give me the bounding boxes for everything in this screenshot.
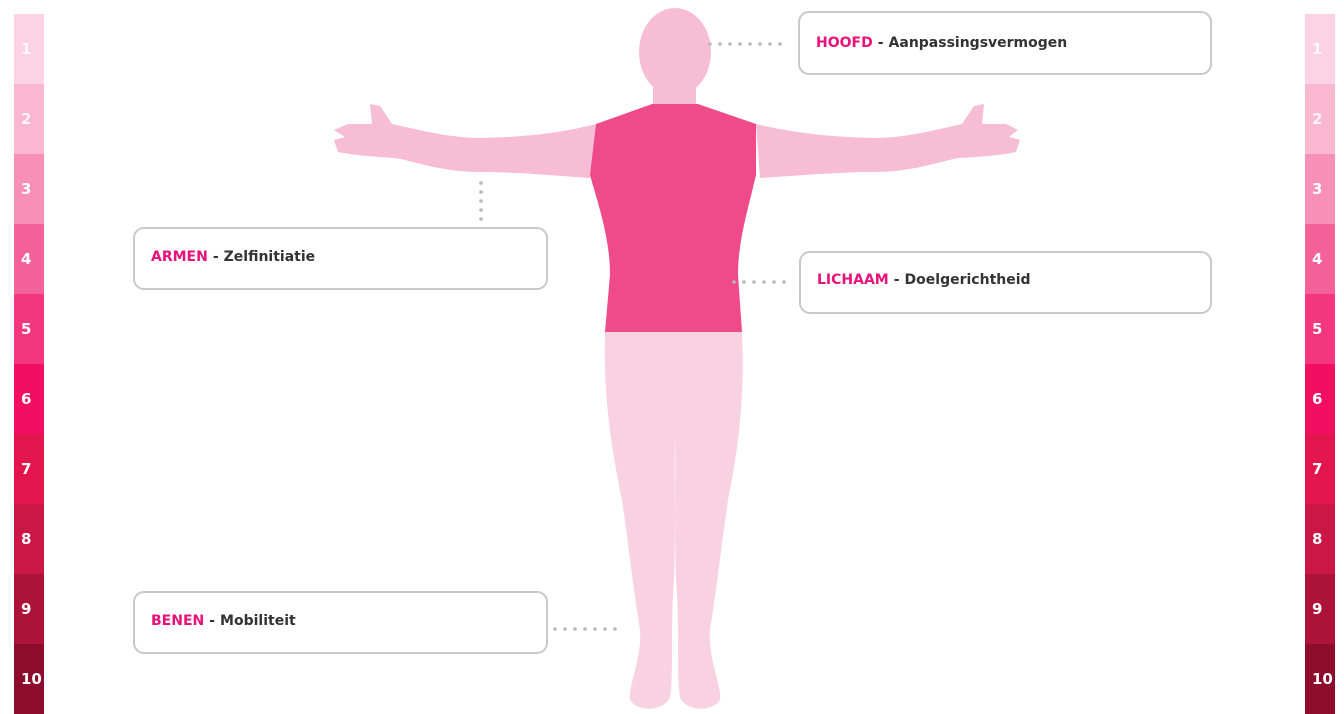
card-label: Zelfinitiatie bbox=[224, 249, 316, 265]
card-key: BENEN bbox=[151, 613, 204, 629]
label-card-lichaam: LICHAAM - Doelgerichtheid bbox=[799, 251, 1212, 314]
label-card-benen: BENEN - Mobiliteit bbox=[133, 591, 548, 654]
connector-armen bbox=[479, 181, 483, 221]
card-key: HOOFD bbox=[816, 35, 873, 51]
connector-lichaam bbox=[732, 280, 786, 284]
card-key: LICHAAM bbox=[817, 272, 889, 288]
card-separator: - bbox=[894, 272, 900, 288]
card-separator: - bbox=[209, 613, 215, 629]
torso bbox=[590, 104, 756, 332]
card-separator: - bbox=[213, 249, 219, 265]
connector-hoofd bbox=[708, 42, 782, 46]
card-label: Aanpassingsvermogen bbox=[889, 35, 1068, 51]
card-key: ARMEN bbox=[151, 249, 208, 265]
head bbox=[639, 8, 711, 114]
connector-benen bbox=[553, 627, 617, 631]
label-card-armen: ARMEN - Zelfinitiatie bbox=[133, 227, 548, 290]
card-separator: - bbox=[878, 35, 884, 51]
right-arm bbox=[756, 104, 1020, 178]
left-arm bbox=[334, 104, 596, 178]
card-label: Mobiliteit bbox=[220, 613, 296, 629]
card-label: Doelgerichtheid bbox=[905, 272, 1031, 288]
label-card-hoofd: HOOFD - Aanpassingsvermogen bbox=[798, 11, 1212, 75]
legs bbox=[605, 332, 743, 709]
